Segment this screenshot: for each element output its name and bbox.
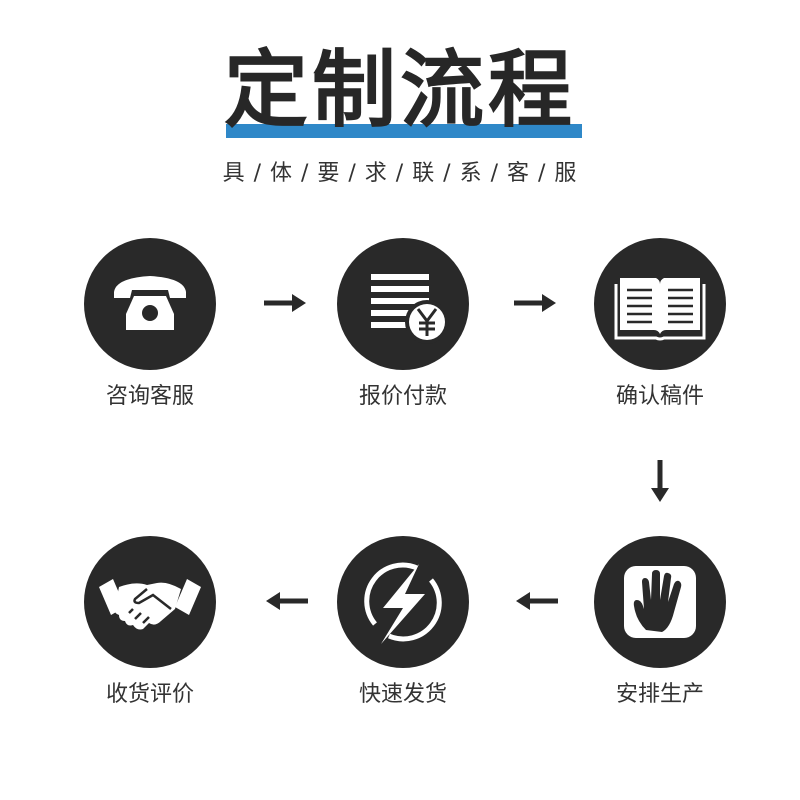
step-circle	[84, 536, 216, 668]
step-circle	[594, 536, 726, 668]
step-consult: 咨询客服	[60, 238, 240, 410]
page-subtitle: 具 / 体 / 要 / 求 / 联 / 系 / 客 / 服	[222, 161, 578, 186]
step-label: 咨询客服	[105, 384, 194, 409]
handshake-icon	[99, 579, 201, 630]
title-block: 定制流程	[0, 40, 800, 145]
step-circle	[594, 238, 726, 370]
step-circle	[337, 536, 469, 668]
lightning-icon	[364, 562, 442, 644]
step-receive-review: 收货评价	[60, 536, 240, 708]
step-label: 安排生产	[615, 682, 704, 707]
arrow-right-icon	[514, 294, 556, 312]
title-underline	[226, 124, 582, 138]
step-label: 收货评价	[105, 682, 194, 707]
arrow-down-icon	[651, 460, 669, 502]
arrow-right-icon	[264, 294, 306, 312]
step-label: 确认稿件	[615, 384, 704, 409]
step-circle	[337, 238, 469, 370]
step-fast-shipping: 快速发货	[313, 536, 493, 708]
arrow-left-icon	[266, 592, 308, 610]
step-arrange-production: 安排生产	[570, 536, 750, 708]
hand-icon	[624, 566, 696, 638]
page-title: 定制流程	[223, 41, 576, 139]
arrow-left-icon	[516, 592, 558, 610]
invoice-yen-icon	[371, 274, 449, 344]
step-confirm-draft: 确认稿件	[570, 238, 750, 410]
step-label: 报价付款	[358, 384, 447, 409]
step-circle	[84, 238, 216, 370]
open-book-icon	[614, 278, 706, 341]
telephone-icon	[114, 276, 186, 330]
step-quote-payment: 报价付款	[313, 238, 493, 410]
step-label: 快速发货	[358, 682, 447, 707]
